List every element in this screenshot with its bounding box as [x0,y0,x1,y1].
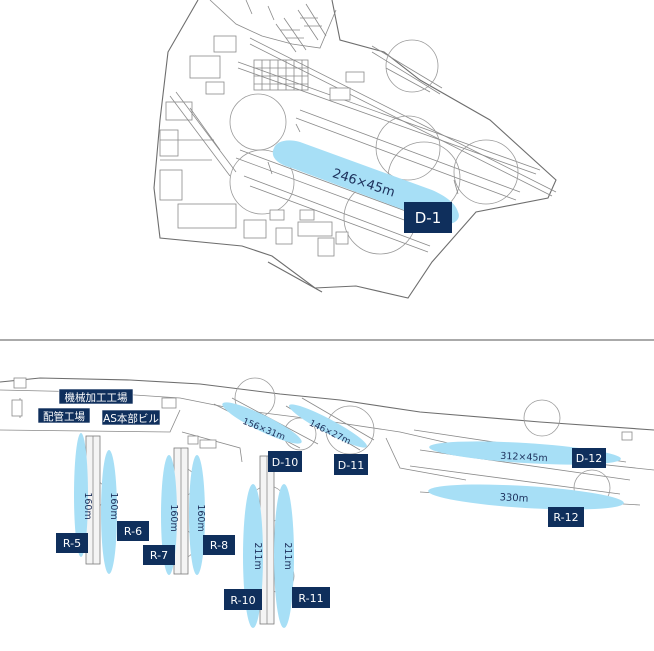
quay-r6-tag [117,521,149,541]
upper-rail-bundle [235,37,557,293]
quay-r11-tag [292,587,330,608]
dock-d12-dimension: 312×45m [500,451,548,464]
upper-map: 246×45m D-1 [153,0,557,299]
dock-d10-tag [268,451,302,472]
quay-r6-length: 160m [108,492,119,519]
building-machining-label: 機械加工工場 [65,391,128,404]
quay-r12-length: 330m [499,492,528,504]
upper-ladder-tracks [275,3,327,53]
dock-d10-label: D-10 [272,456,298,469]
quay-r6-shape [101,450,117,574]
quay-r11-length: 211m [282,542,293,569]
upper-landmass [209,0,337,49]
lower-dock-shapes [74,402,624,628]
quay-r12-shape [428,484,624,510]
quay-r12-tag [548,507,584,527]
building-as-hq-label: AS本部ビル [103,412,159,425]
quay-r8-length: 160m [195,504,206,531]
lower-id-tags: D-10 D-11 D-12 R-12 R-5 R-6 R-7 R-8 R-10… [56,448,606,610]
quay-r8-label: R-8 [210,539,228,552]
building-labels: 機械加工工場 配管工場 AS本部ビル [37,388,161,426]
quay-r5-tag [56,533,88,553]
quay-r8-shape [189,455,205,575]
upper-site-outline [153,0,557,299]
lower-map: 機械加工工場 配管工場 AS本部ビル 156×31m 146×27m 312×4… [0,377,654,628]
dock-d1-label: D-1 [415,209,442,227]
dock-d12-label: D-12 [576,452,602,465]
dock-d10-shape [222,402,302,444]
dock-d1-tag [404,202,452,233]
quay-r11-label: R-11 [298,592,323,605]
quay-r5-length: 160m [82,492,93,519]
quay-r7-label: R-7 [150,549,168,562]
lower-small-buildings [11,377,633,449]
quay-r5-label: R-5 [63,537,81,550]
quay-r7-length: 160m [168,504,179,531]
lower-piers [85,435,275,625]
quay-r5-shape [74,433,88,557]
upper-grid-yard [253,59,309,91]
quay-r7-tag [143,545,175,565]
upper-dock-ticks [267,123,459,195]
building-as-hq-tag [101,409,161,426]
quay-r10-label: R-10 [230,594,255,607]
dock-d11-tag [334,454,368,475]
dock-d11-label: D-11 [338,459,364,472]
quay-r12-label: R-12 [553,511,578,524]
building-piping-label: 配管工場 [43,410,85,423]
upper-buildings [159,35,365,257]
upper-track-right [371,45,443,95]
dock-d11-shape [289,404,367,448]
quay-r11-shape [274,484,294,628]
quay-r10-length: 211m [252,542,263,569]
quay-r6-label: R-6 [124,525,142,538]
building-piping-tag [37,407,91,424]
upper-left-ladders [160,91,237,177]
dock-d12-tag [572,448,606,468]
quay-r8-tag [203,535,235,555]
lower-shoreline [0,377,654,431]
building-machining-tag [58,388,134,405]
quay-r10-tag [224,589,262,610]
